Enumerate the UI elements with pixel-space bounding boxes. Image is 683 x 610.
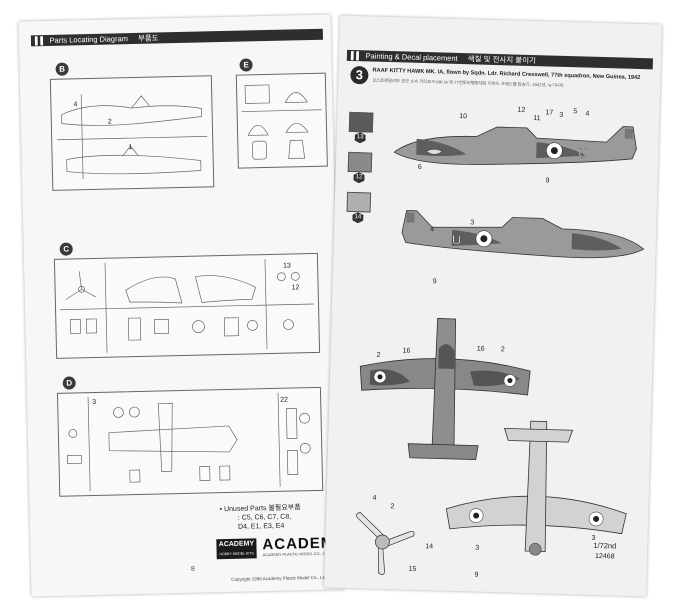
left-page-number: 8 <box>190 565 195 573</box>
unused-parts-note: ▪ Unused Parts 불필요부품 : C5, C6, C7, C8, D… <box>219 504 301 531</box>
section-label-b: B <box>55 62 69 76</box>
header-marker-icon: ▌▌ <box>34 36 46 46</box>
right-page-number: 9 <box>474 571 479 579</box>
sprue-e-drawing <box>241 84 322 160</box>
d-callout-3: 3 <box>92 398 97 407</box>
propeller-drawing <box>356 511 415 575</box>
b-callout-4: 4 <box>73 101 78 109</box>
painting-decal-title-ko: 색칠 및 전사지 붙이기 <box>467 54 537 66</box>
parts-locating-title: Parts Locating Diagram <box>49 34 129 45</box>
section-label-c: C <box>59 242 73 256</box>
side-profile-top: U <box>393 126 637 165</box>
lower-callout-4: 4 <box>430 226 435 234</box>
academy-brand-box: ACADEMY HOBBY MODEL KITS <box>216 538 257 560</box>
top-callout-6: 6 <box>417 163 422 171</box>
top-callout-9: 9 <box>545 177 550 185</box>
sprue-d-drawing <box>67 392 311 492</box>
step-number-badge: 3 <box>350 65 369 85</box>
top-callout-3: 3 <box>559 111 564 119</box>
plan-view-top <box>359 318 531 460</box>
lower-callout-3: 3 <box>470 219 475 227</box>
painting-decal-header: ▌▌Painting & Decal placement 색칠 및 전사지 붙이기 <box>346 49 653 70</box>
sprue-c-drawing <box>60 259 315 353</box>
color-chip-13 <box>348 111 374 133</box>
fuselage-letter-lower: U <box>452 232 462 247</box>
sprue-c-frame: 13 12 <box>53 252 321 359</box>
color-chip-14-number: 14 <box>352 212 363 223</box>
color-chip-12-number: 12 <box>353 172 364 183</box>
b-callout-2: 2 <box>107 118 112 126</box>
d-callout-22: 22 <box>280 396 289 404</box>
top-callout-4: 4 <box>585 110 590 118</box>
brand-box-text: ACADEMY <box>218 540 255 549</box>
b-callout-1: 1 <box>128 144 133 152</box>
plan-view-underside <box>445 420 627 556</box>
sprue-b-drawing <box>57 94 208 180</box>
color-chip-12 <box>347 151 373 173</box>
lower-callout-9: 9 <box>432 278 437 286</box>
unused-parts-label-ko: 불필요부품 <box>268 504 301 513</box>
top-callout-17: 17 <box>545 109 554 117</box>
sprue-b-frame: 4 2 1 <box>49 75 215 191</box>
underside-callout-3-left: 3 <box>475 544 480 552</box>
kit-number: 12468 <box>594 552 615 561</box>
sprue-d-frame: 3 22 <box>56 386 324 497</box>
section-label-e: E <box>239 58 253 72</box>
top-callout-12: 12 <box>517 106 526 114</box>
prop-callout-4: 4 <box>372 494 377 502</box>
sprue-e-frame <box>235 72 328 169</box>
brand-box-subtext: HOBBY MODEL KITS <box>219 551 254 557</box>
prop-callout-14: 14 <box>425 543 434 551</box>
plan-callout-2-right: 2 <box>500 346 505 354</box>
painting-decal-page: ▌▌Painting & Decal placement 색칠 및 전사지 붙이기… <box>324 15 662 597</box>
unused-parts-list-2: D4, E1, E3, E4 <box>237 522 285 531</box>
copyright-line: Copyright 1998 Academy Plastic Model Co.… <box>231 574 328 582</box>
prop-callout-15: 15 <box>408 565 417 573</box>
prop-callout-2: 2 <box>390 503 395 511</box>
painting-decal-title: Painting & Decal placement <box>365 51 458 63</box>
parts-locating-page: ▌▌Parts Locating Diagram 부품도 B 4 2 1 E C <box>18 14 345 597</box>
section-label-d: D <box>62 376 76 390</box>
parts-locating-title-ko: 부품도 <box>137 33 159 43</box>
color-chip-13-number: 13 <box>354 132 365 143</box>
c-callout-13: 13 <box>283 262 292 270</box>
scale-label: 1/72nd <box>593 540 617 551</box>
side-profile-lower: U <box>401 210 645 259</box>
top-callout-5: 5 <box>573 108 578 116</box>
parts-locating-header: ▌▌Parts Locating Diagram 부품도 <box>30 28 324 47</box>
fuselage-letter-top: U <box>578 145 588 160</box>
unused-parts-label: Unused Parts <box>223 505 267 514</box>
plan-callout-16-left: 16 <box>402 347 411 355</box>
top-callout-11: 11 <box>533 115 541 123</box>
plan-callout-2-left: 2 <box>376 351 381 359</box>
c-callout-12: 12 <box>291 284 300 292</box>
color-chip-14 <box>346 191 372 213</box>
plan-callout-16-right: 16 <box>476 345 485 353</box>
header-marker-icon-right: ▌▌ <box>350 50 362 61</box>
top-callout-10: 10 <box>459 112 468 121</box>
